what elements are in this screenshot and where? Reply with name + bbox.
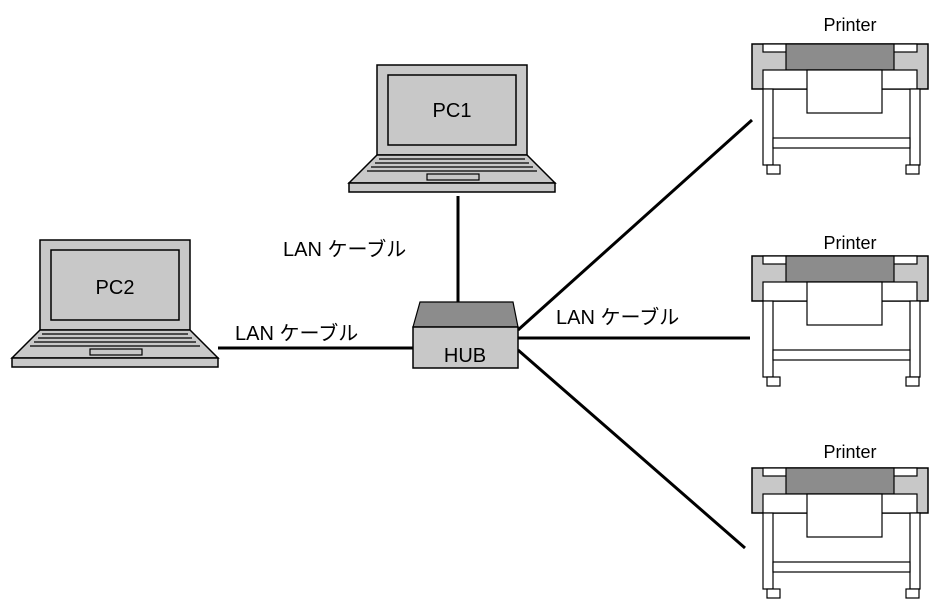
cable-label-pc1: LAN ケーブル xyxy=(283,237,406,261)
printer-1: Printer xyxy=(751,15,929,175)
printer-3: Printer xyxy=(751,442,929,599)
pc1-laptop: PC1 xyxy=(348,64,556,193)
cable-hub-printer-3 xyxy=(517,348,746,550)
pc1-label: PC1 xyxy=(433,100,472,122)
cable-label-printers: LAN ケーブル xyxy=(556,305,679,329)
pc2-laptop: PC2 xyxy=(11,239,219,368)
printer-3-label: Printer xyxy=(823,442,876,462)
pc2-label: PC2 xyxy=(96,277,135,299)
cable-hub-printer-1 xyxy=(516,118,754,332)
printer-2-label: Printer xyxy=(823,233,876,253)
hub-label: HUB xyxy=(444,345,486,367)
hub: HUB xyxy=(412,301,519,369)
printer-1-label: Printer xyxy=(823,15,876,35)
cable-label-pc2: LAN ケーブル xyxy=(235,321,358,345)
cables xyxy=(218,118,754,550)
printer-2: Printer xyxy=(751,233,929,387)
